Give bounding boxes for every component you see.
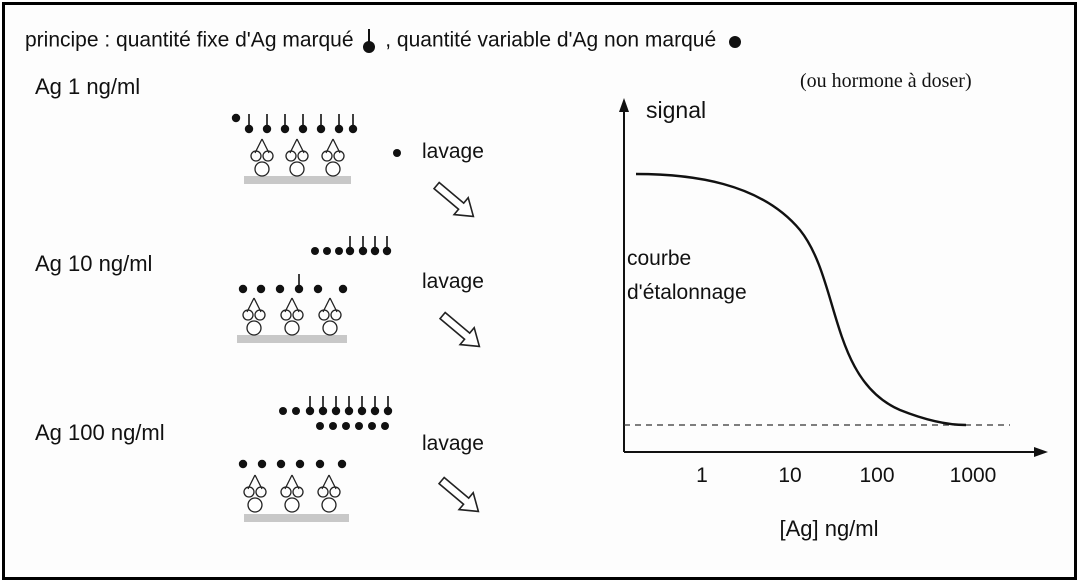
row-label-10: Ag 10 ng/ml [35, 251, 153, 276]
well-row-3 [238, 395, 394, 522]
x-tick-100: 100 [859, 464, 894, 487]
x-axis-arrowhead [1034, 447, 1048, 457]
principle-line: principe : quantité fixe d'Ag marqué , q… [25, 28, 744, 54]
x-tick-1: 1 [696, 464, 708, 487]
unlabeled-antigen-icon [728, 36, 741, 48]
wash-arrow-2 [438, 311, 481, 348]
row-label-1: Ag 1 ng/ml [35, 74, 141, 99]
figure-frame [2, 2, 1077, 580]
wash-label-1: lavage [422, 140, 484, 163]
principle-text-b: , quantité variable d'Ag non marqué [385, 28, 717, 52]
x-axis-label: [Ag] ng/ml [779, 516, 878, 541]
wash-label-100: lavage [422, 432, 484, 455]
curve-label-line1: courbe [627, 247, 691, 270]
hormone-note: (ou hormone à doser) [800, 70, 972, 92]
x-tick-10: 10 [778, 464, 801, 487]
labeled-antigen-icon [363, 29, 376, 53]
y-axis-arrowhead [619, 98, 629, 112]
well-row-2 [237, 235, 393, 343]
calibration-curve [635, 172, 967, 427]
row-label-100: Ag 100 ng/ml [35, 420, 165, 445]
wash-label-10: lavage [422, 270, 484, 293]
chart: signal courbe d'étalonnage 1 10 100 1000… [619, 97, 1048, 541]
wash-arrow-3 [437, 476, 480, 513]
x-tick-1000: 1000 [950, 464, 997, 487]
y-axis-label: signal [646, 97, 706, 123]
curve-label-line2: d'étalonnage [627, 281, 747, 304]
wash-arrow-1 [432, 181, 475, 218]
principle-text-a: principe : quantité fixe d'Ag marqué [25, 28, 354, 52]
well-row-1 [231, 113, 401, 184]
